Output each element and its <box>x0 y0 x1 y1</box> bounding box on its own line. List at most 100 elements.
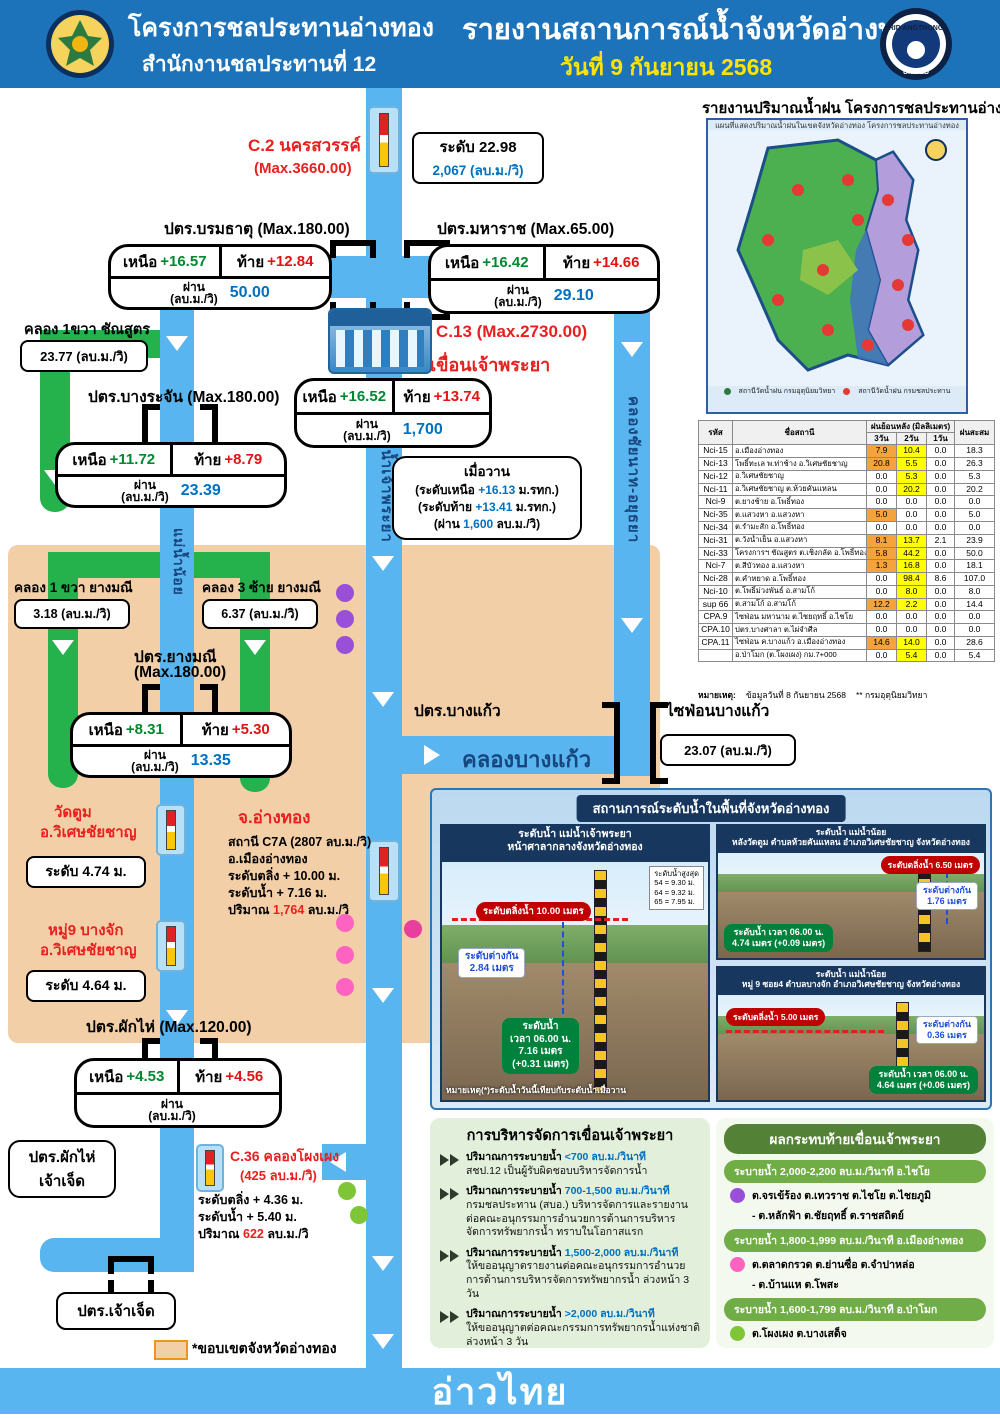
pass-unit: (ลบ.ม./วิ) <box>121 490 169 505</box>
col-station: ชื่อสถานี <box>732 419 867 446</box>
down-label: ท้าย <box>194 451 222 469</box>
ptr-bangkaew-label: ปตร.บางแก้ว <box>414 703 501 720</box>
report-title: รายงานสถานการณ์น้ำจังหวัดอ่างทอง <box>462 14 929 46</box>
photo-noi-wat-tum: ระดับน้ำ แม่น้ำน้อย หลังวัดตูม ตำบลห้วยค… <box>716 824 986 960</box>
chainat-ayutthaya-label: คลองชัยนาท-อยุธยา <box>625 396 642 544</box>
rainfall-table: รหัส ชื่อสถานี ฝนย้อนหลัง (มิลลิเมตร) ฝน… <box>698 419 995 663</box>
photo-header-line2: หมู่ 9 ซอย4 ตำบลบางจัก อำเภอวิเศษชัยชาญ … <box>741 979 961 990</box>
impact-dot-green <box>350 1206 368 1224</box>
c2-level: ระดับ 22.98 <box>439 139 517 156</box>
water-level-pill: ระดับน้ำ เวลา 06.00 น. 4.64 เมตร (+0.06 … <box>868 1065 978 1094</box>
diff-line <box>562 922 564 1014</box>
upstream-level: +16.52 <box>339 388 387 406</box>
phakhai-chaochet-line2: เจ้าเจ็ด <box>39 1173 85 1190</box>
siphon-flow-box: 23.07 (ลบ.ม./วิ) <box>660 734 796 766</box>
chansut-label: คลอง 1ขวา ชัณสูตร <box>24 322 151 338</box>
canal-arrow-down <box>244 640 266 655</box>
upstream-level: +4.53 <box>126 1068 165 1086</box>
photo-noi-mu9-bangchak: ระดับน้ำ แม่น้ำน้อย หมู่ 9 ซอย4 ตำบลบางจ… <box>716 966 986 1102</box>
bangkaew-canal <box>402 736 650 774</box>
maharat-gate-box: เหนือ+16.42 ท้าย+14.66 ผ่าน(ลบ.ม./วิ) 29… <box>428 244 660 314</box>
impact-title: ผลกระทบท้ายเขื่อนเจ้าพระยา <box>724 1124 986 1154</box>
c36-max: (425 ลบ.ม./วิ) <box>240 1168 317 1183</box>
province-rain-map <box>708 130 966 387</box>
col-2day: 2วัน <box>896 432 927 446</box>
photo-note: หมายเหตุ(*)ระดับน้ำวันนี้เทียบกับระดับน้… <box>446 1085 627 1095</box>
impact-dot-green <box>338 1182 356 1200</box>
gulf-label: อ่าวไทย <box>431 1370 569 1412</box>
chevron-icon <box>440 1311 460 1324</box>
impact-area-dot <box>730 1326 745 1341</box>
yangmanee-title-line2: (Max.180.00) <box>134 664 227 681</box>
k3-flow: 6.37 (ลบ.ม./วิ) <box>221 607 299 621</box>
c7a-info-block: สถานี C7A (2807 ลบ.ม./วิ) อ.เมืองอ่างทอง… <box>228 834 371 918</box>
org-name-line2: สำนักงานชลประทานที่ 12 <box>142 53 377 76</box>
mu9-level-box: ระดับ 4.64 ม. <box>26 970 146 1002</box>
management-title: การบริหารจัดการเขื่อนเจ้าพระยา <box>466 1128 674 1144</box>
flow-arrow-down <box>372 556 394 571</box>
management-item: ปริมาณการระบายน้ำ >2,000 ลบ.ม./วินาทีให้… <box>440 1308 700 1349</box>
flow-arrow-down <box>166 336 188 351</box>
note-source: ** กรมอุตุนิยมวิทยา <box>855 690 928 700</box>
upstream-level: +16.42 <box>482 254 529 272</box>
flow-arrow-down <box>372 988 394 1003</box>
k3-yangmanee-label: คลอง 3 ซ้าย ยางมณี <box>202 580 321 595</box>
impact-area-row: - ต.หลักฟ้า ต.ชัยฤทธิ์ ต.ราชสถิตย์ <box>752 1210 904 1222</box>
impact-discharge-pill: ระบายน้ำ 1,600-1,799 ลบ.ม./วินาที อ.ป่าโ… <box>724 1298 986 1321</box>
boundary-legend-label: *ขอบเขตจังหวัดอ่างทอง <box>192 1340 337 1356</box>
downstream-level: +4.56 <box>225 1068 264 1086</box>
downstream-level: +14.66 <box>593 254 640 272</box>
impact-dot-purple <box>336 636 354 654</box>
org-name-line1: โครงการชลประทานอ่างทอง <box>128 14 434 42</box>
angthong-united-badge: RID ANGTHONG UNITED <box>880 8 952 80</box>
phakhai-title: ปตร.ผักไห่ (Max.120.00) <box>86 1019 252 1036</box>
chao-phraya-river <box>366 88 402 1370</box>
impact-area-row: ต.จรเข้ร้อง ต.เทวราช ต.ไชโย ต.ไชยภูมิ <box>730 1187 986 1204</box>
pass-label: ผ่าน <box>506 282 529 297</box>
impact-dot-pink <box>336 946 354 964</box>
pass-value: 13.35 <box>190 752 231 770</box>
downstream-level: +13.74 <box>433 388 480 406</box>
impact-area-row: - ต.บ้านแห ต.โพสะ <box>752 1279 839 1291</box>
c2-station-name: C.2 นครสวรรค์ <box>248 136 361 155</box>
impact-dot-magenta <box>404 920 422 938</box>
phakhai-chaochet-box: ปตร.ผักไห่ เจ้าเจ็ด <box>8 1140 116 1198</box>
water-level-pill: ระดับน้ำ เวลา 06.00 น. 4.74 เมตร (+0.09 … <box>724 923 834 952</box>
down-label: ท้าย <box>563 254 591 272</box>
bangrachan-title: ปตร.บางระจัน (Max.180.00) <box>88 389 280 406</box>
yangmanee-title-line1: ปตร.ยางมณี <box>134 649 217 666</box>
siphon-symbol <box>602 702 620 784</box>
pass-value: 50.00 <box>229 284 270 302</box>
klong-bangkaew-label: คลองบางแก้ว <box>462 747 592 772</box>
water-level-photos-panel: สถานการณ์ระดับน้ำในพื้นที่จังหวัดอ่างทอง… <box>430 788 992 1110</box>
col-code: รหัส <box>698 419 733 446</box>
col-group: ฝนย้อนหลัง (มิลลิเมตร) <box>866 419 955 434</box>
water-gauge-icon <box>156 920 186 972</box>
downstream-level: +12.84 <box>267 253 314 271</box>
c7a-station: สถานี C7A (2807 ลบ.ม./วิ) <box>228 835 372 849</box>
chao-phraya-dam-icon <box>328 308 432 374</box>
badge-text-bottom: UNITED <box>903 69 929 76</box>
photo-chao-phraya-city-hall: ระดับน้ำ แม่น้ำเจ้าพระยา หน้าศาลากลางจัง… <box>440 824 710 1102</box>
pass-label: ผ่าน <box>133 477 156 492</box>
c36-water-level: ระดับน้ำ + 5.40 ม. <box>198 1209 297 1224</box>
k1-flow-box: 3.18 (ลบ.ม./วิ) <box>14 599 130 629</box>
water-level-pill: ระดับน้ำ เวลา 06.00 น. 7.16 เมตร (+0.31 … <box>502 1018 579 1074</box>
bank-level-pill: ระดับตลิ่งน้ำ 5.00 เมตร <box>726 1008 826 1026</box>
badge-text-top: RID ANGTHONG <box>889 25 944 32</box>
upstream-level: +16.57 <box>160 253 207 271</box>
angthong-name: จ.อ่างทอง <box>238 808 311 827</box>
flow-arrow-down <box>372 1334 394 1349</box>
c2-flow: 2,067 (ลบ.ม./วิ) <box>432 163 524 178</box>
gauge-staff <box>594 870 607 1092</box>
c13-gate-box: เหนือ+16.52 ท้าย+13.74 ผ่าน(ลบ.ม./วิ) 1,… <box>294 378 492 448</box>
c36-bank-level: ระดับตลิ่ง + 4.36 ม. <box>198 1193 304 1207</box>
pass-unit: (ลบ.ม./วิ) <box>148 1109 196 1124</box>
siphon-flow: 23.07 (ลบ.ม./วิ) <box>684 742 772 758</box>
